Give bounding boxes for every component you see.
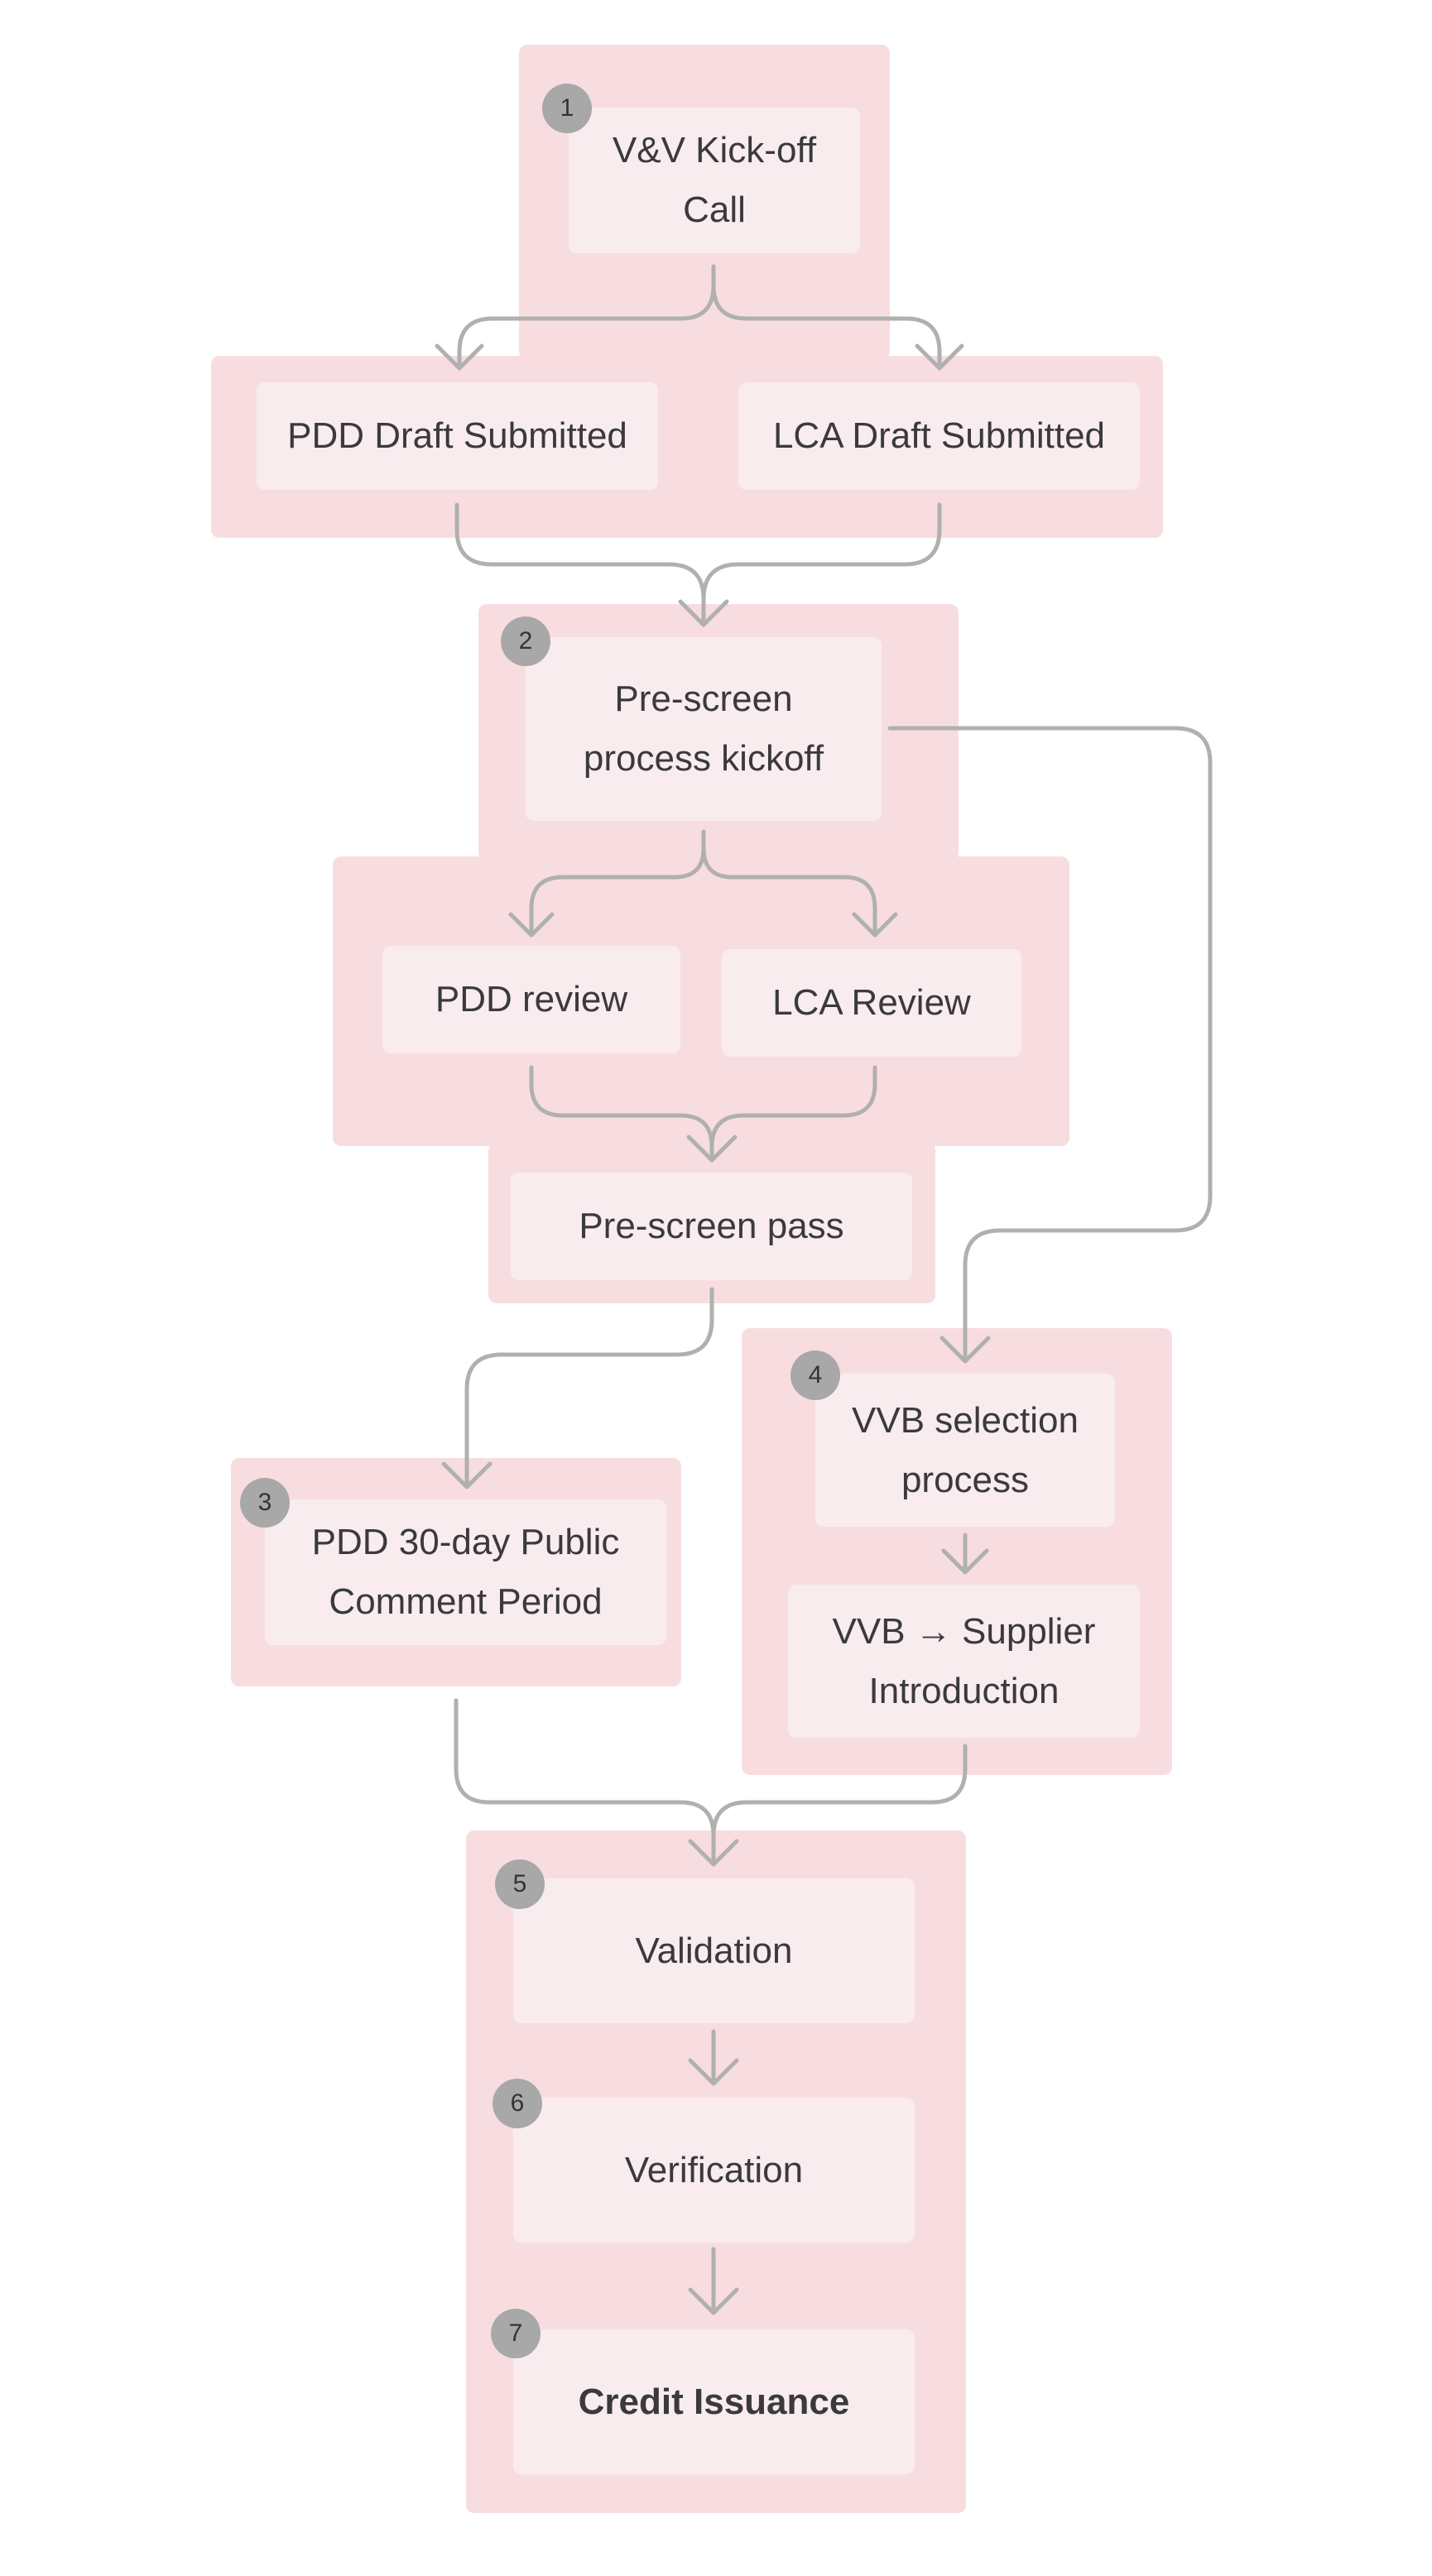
pdd-review-node: PDD review	[382, 946, 680, 1053]
arrowhead-pdd-review	[508, 912, 555, 938]
vvb-intro-label-line2: Introduction	[868, 1670, 1060, 1711]
step-badge-5: 5	[495, 1859, 545, 1909]
arrow-kickoff-to-lca-draft	[711, 264, 942, 371]
arrow-pdd-draft-to-prescreen	[454, 502, 706, 627]
arrow-kickoff-to-pdd-draft	[457, 264, 716, 371]
arrow-pdd-review-to-pass	[529, 1065, 714, 1163]
arrow-lca-review-to-pass	[709, 1065, 877, 1163]
arrow-vvb-to-validation	[711, 1744, 968, 1867]
arrowhead-prescreen	[678, 599, 729, 627]
vvb-selection-label-line2: process	[901, 1459, 1030, 1500]
arrowhead-validation	[688, 1839, 739, 1867]
prescreen-kickoff-node: Pre-screen process kickoff	[526, 637, 882, 821]
kickoff-call-label-line2: Call	[683, 189, 746, 230]
prescreen-kickoff-label-line2: process kickoff	[583, 738, 824, 779]
lca-draft-node: LCA Draft Submitted	[738, 382, 1140, 490]
step-badge-1: 1	[542, 84, 592, 133]
arrowhead-verification	[688, 2058, 739, 2086]
arrow-prescreen-to-lca-review	[701, 829, 877, 938]
prescreen-kickoff-label-line1: Pre-screen	[614, 679, 793, 719]
arrowhead-lca-draft	[915, 343, 964, 371]
arrowhead-pdd-draft	[435, 343, 484, 371]
lca-review-node: LCA Review	[722, 949, 1021, 1057]
kickoff-call-label-line1: V&V Kick-off	[612, 130, 817, 170]
vvb-intro-label-line1: VVB → Supplier	[832, 1610, 1096, 1652]
vvb-selection-label-line1: VVB selection	[852, 1399, 1079, 1441]
step-badge-4: 4	[790, 1350, 840, 1400]
arrow-pass-to-public-comment	[464, 1287, 714, 1489]
arrowhead-credit-issuance	[688, 2287, 739, 2315]
pdd-draft-node: PDD Draft Submitted	[257, 382, 658, 490]
public-comment-label-line1: PDD 30-day Public	[311, 1522, 620, 1562]
arrow-public-comment-to-validation	[454, 1698, 716, 1867]
credit-issuance-node: Credit Issuance	[513, 2329, 915, 2474]
verification-node: Verification	[513, 2098, 915, 2243]
arrow-lca-draft-to-prescreen	[701, 502, 942, 627]
arrow-prescreen-to-vvb	[887, 726, 1213, 1364]
prescreen-pass-node: Pre-screen pass	[511, 1173, 912, 1280]
step-badge-3: 3	[240, 1478, 290, 1528]
arrowhead-lca-review	[852, 912, 898, 938]
arrowhead-pass	[686, 1134, 738, 1163]
arrow-prescreen-to-pdd-review	[529, 829, 706, 938]
step-badge-6: 6	[493, 2079, 542, 2128]
arrowhead-vvb-selection	[939, 1336, 991, 1364]
vvb-selection-node: VVB selection process	[815, 1374, 1115, 1527]
arrowhead-vvb-intro	[941, 1548, 989, 1575]
arrowhead-public-comment	[441, 1461, 493, 1489]
public-comment-label-line2: Comment Period	[329, 1581, 603, 1622]
validation-node: Validation	[513, 1878, 915, 2023]
step-badge-2: 2	[501, 616, 550, 666]
step-badge-7: 7	[491, 2309, 541, 2358]
